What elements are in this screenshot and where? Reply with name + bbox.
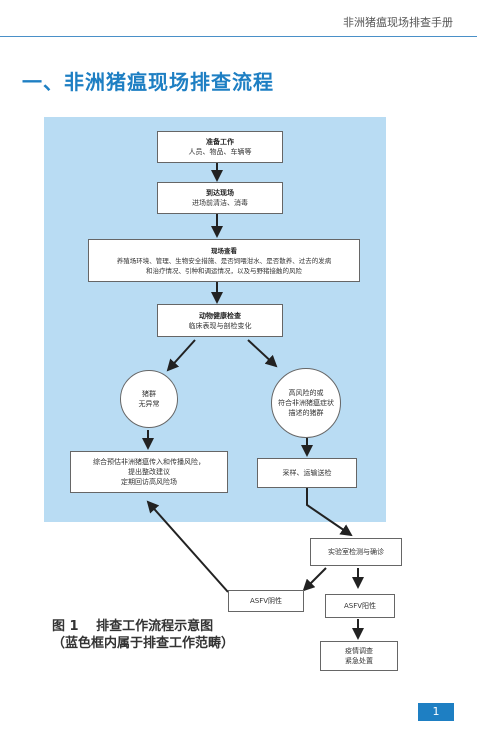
risk-assessment-line-3: 定期回访高风险场 xyxy=(121,478,177,486)
arrow-step4-left-circle xyxy=(166,339,196,372)
herd-normal-line-2: 无异常 xyxy=(138,400,160,408)
herd-normal-line-1: 猪群 xyxy=(142,390,156,398)
lab-testing-text: 实验室检测与确诊 xyxy=(328,548,384,556)
arrow-step4-right-circle xyxy=(247,339,278,368)
risk-assessment-line-1: 综合预估非洲猪瘟传入和传播风险， xyxy=(93,458,205,466)
high-risk-line-1: 高风险的或 xyxy=(288,389,324,397)
step-preparation-title: 准备工作 xyxy=(206,138,234,146)
epidemic-response-box: 疫情调查 紧急处置 xyxy=(320,641,398,671)
arrow-lab-negative xyxy=(302,567,327,592)
high-risk-line-2: 符合非洲猪瘟症状 xyxy=(278,399,334,407)
figure-caption-title: 图 1 排查工作流程示意图 xyxy=(52,619,214,634)
step-arrival-title: 到达现场 xyxy=(206,189,234,197)
step-site-inspection-desc-2: 和治疗情况、引种和调运情况，以及与野猪接触的风险 xyxy=(146,266,302,275)
step-arrival: 到达现场 进场前清洁、消毒 xyxy=(157,182,283,214)
page-number: 1 xyxy=(418,703,454,721)
lab-testing-box: 实验室检测与确诊 xyxy=(310,538,402,566)
header-rule xyxy=(0,36,477,37)
header-book-title: 非洲猪瘟现场排查手册 xyxy=(343,16,453,29)
high-risk-herd-circle: 高风险的或 符合非洲猪瘟症状 描述的猪群 xyxy=(271,368,341,438)
arrow-negative-left-box xyxy=(146,500,229,593)
step-site-inspection-desc-1: 养殖场环境、管理、生物安全措施、是否饲喂泔水、是否散养、过去的发病 xyxy=(116,256,332,265)
epidemic-response-line-1: 疫情调查 xyxy=(345,647,373,655)
step-site-inspection-title: 现场查看 xyxy=(211,246,237,255)
epidemic-response-line-2: 紧急处置 xyxy=(345,657,373,665)
high-risk-line-3: 描述的猪群 xyxy=(288,409,324,417)
step-preparation: 准备工作 人员、物品、车辆等 xyxy=(157,131,283,163)
page-heading: 一、非洲猪瘟现场排查流程 xyxy=(22,70,274,94)
step-health-check: 动物健康检查 临床表现与剖检变化 xyxy=(157,304,283,337)
sampling-box: 采样、运输送检 xyxy=(257,458,357,488)
sampling-text: 采样、运输送检 xyxy=(282,469,332,477)
herd-normal-circle: 猪群 无异常 xyxy=(120,370,178,428)
asfv-negative-box: ASFV阴性 xyxy=(228,590,304,612)
step-health-check-title: 动物健康检查 xyxy=(199,311,241,320)
asfv-positive-text: ASFV阳性 xyxy=(343,602,377,610)
arrow-right-box-lab xyxy=(306,488,353,537)
step-preparation-desc: 人员、物品、车辆等 xyxy=(188,148,252,156)
risk-assessment-line-2: 提出整改建议 xyxy=(128,468,170,476)
figure-caption-note: （蓝色框内属于排查工作范畴） xyxy=(52,636,235,651)
risk-assessment-box: 综合预估非洲猪瘟传入和传播风险， 提出整改建议 定期回访高风险场 xyxy=(70,451,228,493)
step-site-inspection: 现场查看 养殖场环境、管理、生物安全措施、是否饲喂泔水、是否散养、过去的发病 和… xyxy=(88,239,360,282)
figure-caption: 图 1 排查工作流程示意图 （蓝色框内属于排查工作范畴） xyxy=(52,618,234,652)
step-health-check-desc: 临床表现与剖检变化 xyxy=(188,321,252,330)
asfv-positive-box: ASFV阳性 xyxy=(325,594,395,618)
step-arrival-desc: 进场前清洁、消毒 xyxy=(192,199,248,207)
asfv-negative-text: ASFV阴性 xyxy=(249,597,283,605)
